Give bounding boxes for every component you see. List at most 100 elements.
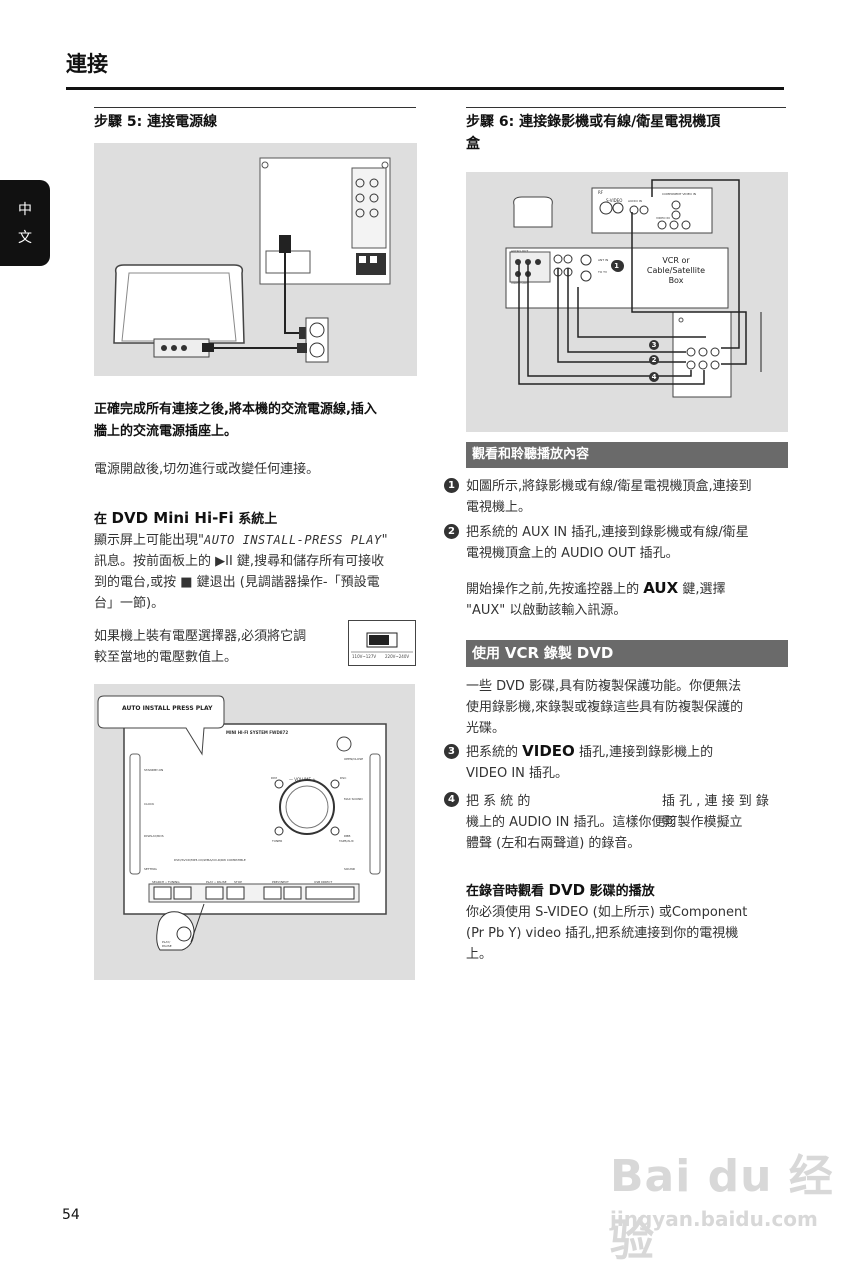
label-dsc: DSC xyxy=(340,776,347,780)
volume-label: — VOLUME + xyxy=(289,777,316,782)
baidu-watermark-url: jingyan.baidu.com xyxy=(610,1207,818,1231)
label-display: DISPLAY/RDS xyxy=(144,834,164,838)
model-label: MINI HI-FI SYSTEM FWD872 xyxy=(226,730,289,735)
power-instruction: 正確完成所有連接之後,將本機的交流電源線,插入 牆上的交流電源插座上。 xyxy=(94,399,377,443)
auto-install-line-2: 訊息。按前面板上的 ▶II 鍵,搜尋和儲存所有可接收 xyxy=(94,554,385,569)
tv-label-component: COMPONENT VIDEO IN xyxy=(662,192,696,196)
final-line-1: 你必須使用 S-VIDEO (如上所示) 或Component xyxy=(466,905,748,920)
item1-line-1: 如圖所示,將錄影機或有線/衛星電視機頂盒,連接到 xyxy=(466,479,752,494)
item1-line-2: 電視機上。 xyxy=(466,500,532,515)
power-instruction-line-2: 牆上的交流電源插座上。 xyxy=(94,424,238,439)
aux-text-a: 開始操作之前,先按遙控器上的 xyxy=(466,582,640,597)
jack-ant-in: ANT IN xyxy=(598,258,609,262)
front-panel-diagram xyxy=(97,695,387,951)
system-subheading-suffix: 系統上 xyxy=(238,512,278,527)
vcr-box-label-3: Box xyxy=(668,276,684,285)
voltage-paragraph: 如果機上裝有電壓選擇器,必須將它調 較至當地的電壓數值上。 xyxy=(94,626,306,668)
label-dim: DIM xyxy=(271,776,277,780)
auto-install-paragraph: 顯示屏上可能出現"AUTO INSTALL-PRESS PLAY" 訊息。按前面… xyxy=(94,530,424,614)
aux-line-2: "AUX" 以啟動該輸入訊源。 xyxy=(466,603,627,618)
lang-tab-char-2: 文 xyxy=(18,230,32,246)
bar2-vcr: VCR xyxy=(504,644,540,662)
hand-play-pause-label: PLAY/ PAUSE xyxy=(162,940,172,948)
section-bar-vcr-record: 使用 VCR 錄製 DVD xyxy=(466,640,788,667)
btn-usb-direct: USB DIRECT xyxy=(314,880,333,884)
step5-title: 步驟 5: 連接電源線 xyxy=(94,114,218,130)
bar2-prefix: 使用 xyxy=(472,646,500,662)
page-number: 54 xyxy=(62,1207,80,1223)
step6-rule xyxy=(466,107,786,108)
sub2-prefix: 在錄音時觀看 xyxy=(466,884,545,899)
tv-label-svideo: S-VIDEO xyxy=(606,198,623,203)
item3-video-key: VIDEO xyxy=(522,742,575,760)
copy-protection-line-1: 一些 DVD 影碟,具有防複製保護功能。你便無法 xyxy=(466,679,742,694)
voltage-selector-figure: 110V~127V 220V~240V xyxy=(348,620,416,666)
btn-prev-next: PREV/NEXT xyxy=(272,880,289,884)
item2-line-2: 電視機頂盒上的 AUDIO OUT 插孔。 xyxy=(466,546,679,561)
jack-audio-out: AUDIO OUT xyxy=(511,249,529,253)
item4-text: 把 系 統 的 插 孔 , 連 接 到 錄 影 機上的 AUDIO IN 插孔。… xyxy=(466,791,782,854)
label-max-sound: MAX SOUND xyxy=(344,797,363,801)
auto-install-line-4: 台」一節)。 xyxy=(94,596,165,611)
step6-title-line-2: 盒 xyxy=(466,136,480,152)
btn-stop: STOP xyxy=(234,880,242,884)
tv-label-video-in: VIDEO IN xyxy=(656,216,670,220)
label-sound: SOUND xyxy=(344,867,356,871)
page-title: 連接 xyxy=(66,52,108,76)
item4-line-2: 機上的 AUDIO IN 插孔。這樣你便可製作模擬立 xyxy=(466,815,743,830)
auto-install-text-a: 顯示屏上可能出現" xyxy=(94,533,204,548)
step-number-1: 1 xyxy=(444,478,459,493)
aux-text-b: 鍵,選擇 xyxy=(682,582,726,597)
item4-line-3: 體聲 (左和右兩聲道) 的錄音。 xyxy=(466,836,641,851)
item3-text-b: 插孔,連接到錄影機上的 xyxy=(578,745,714,760)
power-instruction-line-1: 正確完成所有連接之後,將本機的交流電源線,插入 xyxy=(94,402,377,417)
power-connection-figure xyxy=(94,143,417,376)
vcr-box-label-2: Cable/Satellite xyxy=(646,266,706,275)
voltage-line-2: 較至當地的電壓數值上。 xyxy=(94,650,238,665)
bar2-mid: 錄製 xyxy=(543,646,572,662)
btn-play-pause: PLAY • PAUSE xyxy=(206,880,227,884)
dvd-compat-line: DVD/SVCD/MP3-CD/WMA/CD-R/RW COMPATIBLE xyxy=(174,858,246,862)
item4-text-a: 把 系 統 的 xyxy=(466,794,531,809)
fig-step-1: 1 xyxy=(611,260,622,271)
sub2-dvd: DVD xyxy=(548,881,586,899)
svideo-component-text: 你必須使用 S-VIDEO (如上所示) 或Component (Pr Pb Y… xyxy=(466,902,747,965)
system-subheading: 在 DVD Mini Hi-Fi 系統上 xyxy=(94,508,277,527)
language-tab: 中 文 xyxy=(0,180,50,266)
label-tape-aux: TAPE/AUX xyxy=(339,839,354,843)
label-standby: STANDBY-ON xyxy=(144,768,164,772)
fig-step-4: 4 xyxy=(649,372,659,382)
label-open-close: OPEN/CLOSE xyxy=(344,757,364,761)
tv-label-audio-in: AUDIO IN xyxy=(628,199,642,203)
step5-rule xyxy=(94,107,416,108)
voltage-selector-switch xyxy=(351,632,413,653)
item3-text: 把系統的 VIDEO 插孔,連接到錄影機上的 VIDEO IN 插孔。 xyxy=(466,741,713,784)
auto-install-line-3: 到的電台,或按 ■ 鍵退出 (見調諧器操作-「預設電 xyxy=(94,575,380,590)
voltage-label-low: 110V~127V xyxy=(352,654,377,659)
step-number-3: 3 xyxy=(444,744,459,759)
power-caution: 電源開啟後,切勿進行或改變任何連接。 xyxy=(94,462,320,477)
item1-text: 如圖所示,將錄影機或有線/衛星電視機頂盒,連接到 電視機上。 xyxy=(466,476,752,518)
auto-install-line-1: 顯示屏上可能出現"AUTO INSTALL-PRESS PLAY" xyxy=(94,530,424,551)
watch-while-recording-heading: 在錄音時觀看 DVD 影碟的播放 xyxy=(466,880,655,899)
tv-label-rf: RF xyxy=(598,190,604,195)
step-number-4: 4 xyxy=(444,792,459,807)
step-number-2: 2 xyxy=(444,524,459,539)
item3-text-a: 把系統的 xyxy=(466,745,519,760)
aux-key: AUX xyxy=(643,579,679,597)
label-clock: CLOCK xyxy=(144,802,155,806)
fig-step-3: 3 xyxy=(649,340,659,350)
label-tuner: TUNER xyxy=(272,839,283,843)
lcd-message: AUTO INSTALL-PRESS PLAY xyxy=(203,533,382,547)
auto-install-text-b: " xyxy=(381,533,388,548)
front-panel-figure: AUTO INSTALL PRESS PLAY MINI HI-FI SYSTE… xyxy=(94,684,415,980)
sub2-suffix: 影碟的播放 xyxy=(589,884,655,899)
aux-instruction: 開始操作之前,先按遙控器上的 AUX 鍵,選擇 "AUX" 以啟動該輸入訊源。 xyxy=(466,578,725,621)
bar2-dvd: DVD xyxy=(576,644,614,662)
item4-text-b: 插 孔 , 連 接 到 錄 影 xyxy=(662,794,769,830)
system-subheading-model: DVD Mini Hi-Fi xyxy=(111,509,234,527)
vcr-diagram xyxy=(505,179,762,398)
vcr-connection-figure: VCR or Cable/Satellite Box RF S-VIDEO AU… xyxy=(466,172,788,432)
item2-text: 把系統的 AUX IN 插孔,連接到錄影機或有線/衛星 電視機頂盒上的 AUDI… xyxy=(466,522,749,564)
voltage-line-1: 如果機上裝有電壓選擇器,必須將它調 xyxy=(94,629,307,644)
